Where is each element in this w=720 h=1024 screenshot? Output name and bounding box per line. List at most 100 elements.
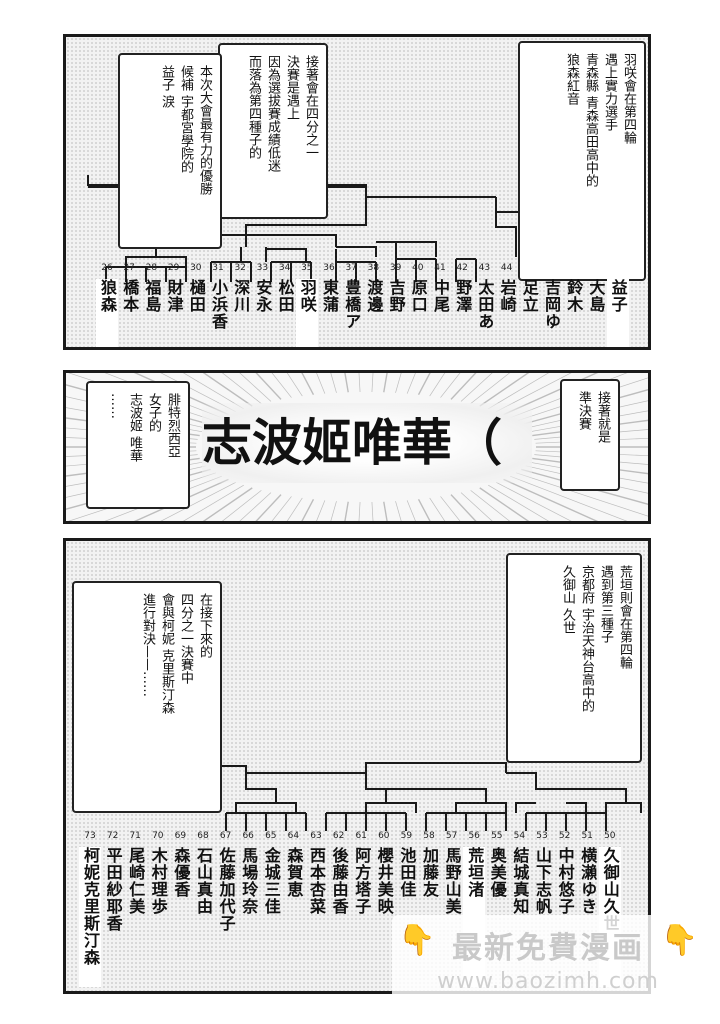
player-name: 樋田 [186, 279, 206, 313]
bubble-line: 益子 淚 [159, 65, 174, 109]
speed-line [395, 501, 402, 521]
seed-number: 42 [456, 263, 468, 273]
speed-line [183, 373, 244, 410]
seed-number: 29 [167, 263, 180, 273]
bubble-line: 腓特烈西亞 [165, 393, 180, 458]
bubble-line: 久御山 久世 [560, 565, 575, 635]
player-name: 木村理歩 [148, 847, 168, 915]
player-name: 吉野 [386, 279, 406, 313]
seed-number: 65 [265, 831, 277, 841]
seed-number: 53 [536, 831, 548, 841]
player-name: 松田 [275, 279, 295, 313]
seed-number: 58 [423, 831, 435, 841]
player-name: 櫻井美映 [374, 847, 394, 915]
speed-line [440, 496, 461, 521]
seed-number: 66 [242, 831, 254, 841]
player-name: 奥美優 [487, 847, 507, 898]
seed-number: 32 [234, 263, 246, 273]
seed-number: 57 [445, 831, 458, 841]
player-name: 原口 [408, 279, 428, 313]
speed-line [383, 501, 388, 521]
speed-line [496, 482, 572, 521]
speed-line [470, 490, 511, 521]
bubble-line: 羽咲會在第四輪 [621, 53, 636, 144]
speed-line [479, 487, 530, 521]
bubble-line: 決賽是遇上 [284, 55, 299, 120]
speed-line [330, 501, 337, 521]
player-name: 池田佳 [397, 847, 417, 898]
player-name: 大島 [586, 279, 606, 313]
bubble-line: 四分之一決賽中 [178, 593, 193, 684]
seed-number: 63 [310, 831, 322, 841]
speed-line [417, 498, 431, 521]
seed-number: 38 [367, 263, 380, 273]
manga-panel-1: 羽咲會在第四輪 遇上實力選手 青森縣 青森高田高中的 狼森紅音 接著會在四分之一… [63, 34, 651, 350]
player-name: 野澤 [453, 279, 473, 313]
speed-line [383, 373, 388, 393]
bubble-line: 遇到第三種子 [598, 565, 613, 643]
player-name: 財津 [164, 279, 184, 313]
player-name: 橋本 [120, 279, 140, 313]
player-name: 横瀨ゆき [578, 847, 598, 915]
speed-line [470, 373, 511, 404]
player-name: 安永 [253, 279, 273, 313]
bubble-line: 青森縣 青森高田高中的 [583, 53, 598, 188]
player-name: 山下志帆 [533, 847, 552, 915]
speed-line [344, 501, 349, 521]
player-name: 馬野山美 [442, 847, 462, 915]
seed-number: 73 [84, 831, 96, 841]
speed-line [406, 373, 416, 394]
seed-number: 28 [145, 263, 158, 273]
speed-line [460, 492, 493, 521]
player-name: 羽咲 [295, 279, 318, 347]
speed-line [271, 373, 292, 398]
seed-number: 27 [123, 263, 135, 273]
player-name: 平田紗耶香 [103, 847, 123, 932]
speech-bubble-middle: 接著會在四分之一 決賽是遇上 因為選拔賽成績低迷 而落為第四種子的 [218, 43, 328, 219]
player-name: 中村悠子 [555, 847, 575, 915]
pointing-hand-icon: 👇 [660, 923, 698, 958]
speed-line [221, 490, 262, 521]
player-name: 加藤友 [420, 847, 439, 898]
speed-line [371, 373, 374, 393]
seed-number: 51 [581, 831, 593, 841]
seed-number: 41 [434, 263, 446, 273]
bubble-line: 本次大會最有力的優勝 [197, 65, 212, 195]
seed-number: 67 [219, 831, 232, 841]
speed-line [515, 472, 648, 517]
speed-line [429, 373, 446, 397]
seed-number: 36 [323, 263, 335, 273]
speed-line [371, 501, 374, 521]
emphasis-title: 志波姬唯華（ [202, 403, 532, 483]
seed-number: 56 [468, 831, 480, 841]
seed-number: 62 [332, 831, 345, 841]
speech-bubble-right: 羽咲會在第四輪 遇上實力選手 青森縣 青森高田高中的 狼森紅音 [518, 41, 646, 281]
seed-number: 39 [389, 263, 402, 273]
speed-line [316, 373, 326, 394]
seed-number: 52 [558, 831, 571, 841]
player-name: 豊橋ア [342, 279, 362, 330]
player-name: 岩崎 [497, 279, 517, 313]
bubble-line: 狼森紅音 [564, 53, 579, 105]
speed-line [330, 373, 337, 393]
seed-number: 55 [491, 831, 503, 841]
speed-line [133, 478, 229, 521]
speed-line [255, 373, 282, 400]
player-name: 柯妮克里斯汀森 [79, 847, 101, 987]
speed-line [183, 484, 244, 521]
seed-number: 34 [278, 263, 291, 273]
player-name: 深川 [231, 279, 251, 313]
speech-bubble-left: 腓特烈西亞 女子的 志波姬 唯華 …… [86, 381, 190, 509]
speed-line [221, 373, 262, 404]
player-name: 石山真由 [194, 847, 213, 915]
manga-panel-2: 志波姬唯華（ 接著就是 準決賽 腓特烈西亞 女子的 志波姬 唯華 …… [63, 370, 651, 524]
speech-bubble-left: 在接下來的 四分之一決賽中 會與柯妮 克里斯汀森 進行對決——…… [72, 581, 222, 813]
player-name: 足立 [519, 279, 539, 313]
seed-number: 72 [106, 831, 119, 841]
bubble-line: 接著就是 [595, 391, 610, 443]
seed-number: 68 [197, 831, 209, 841]
seed-number: 54 [513, 831, 526, 841]
speech-bubble-left: 本次大會最有力的優勝 候補 宇都宮學院的 益子 淚 [118, 53, 222, 249]
bubble-line: …… [108, 393, 123, 419]
speed-line [358, 501, 361, 521]
